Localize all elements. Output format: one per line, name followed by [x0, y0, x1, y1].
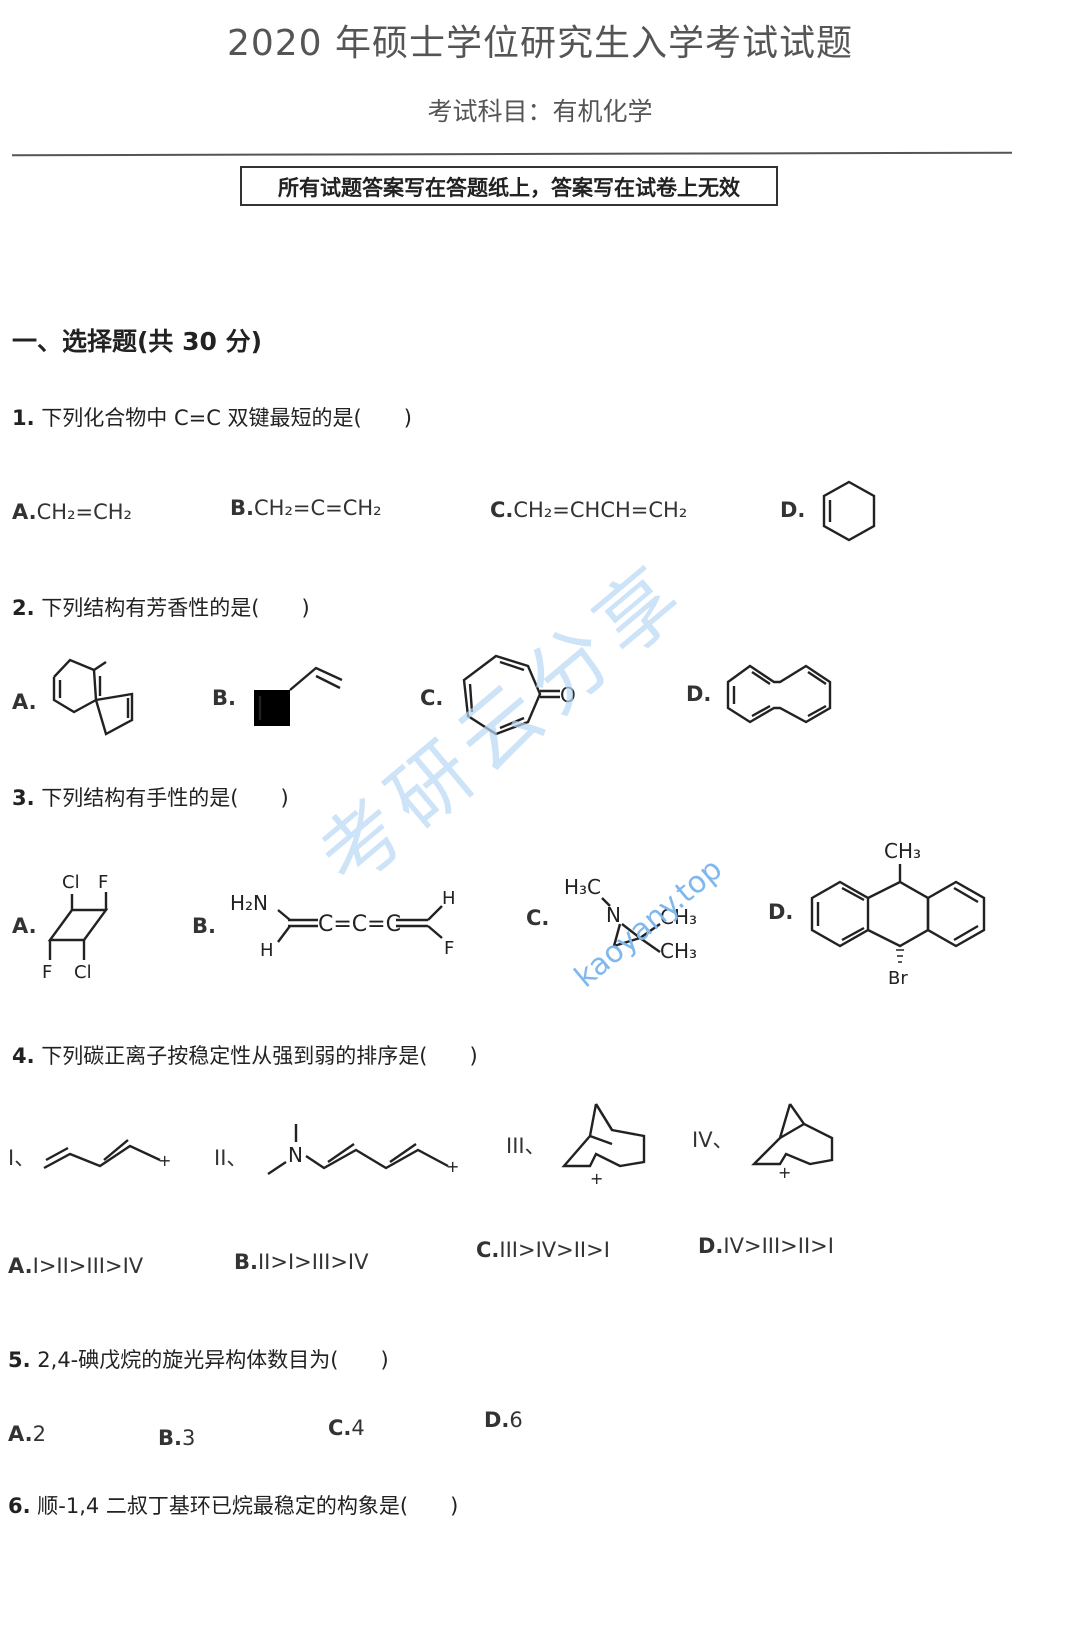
- svg-text:H: H: [442, 888, 456, 909]
- q4-option-c: C.III>IV>II>I: [476, 1238, 610, 1262]
- aziridine-structure-icon: H₃C N CH₃ CH₃: [562, 868, 712, 968]
- q5-option-d: D.6: [484, 1408, 523, 1432]
- q4-option-b: B.II>I>III>IV: [234, 1250, 369, 1274]
- q4-item-i-label: I、: [8, 1146, 36, 1170]
- annulene-structure-icon: [722, 660, 842, 730]
- q3-option-c-label: C.: [526, 906, 550, 930]
- svg-text:O: O: [560, 683, 576, 707]
- pentalene-structure-icon: [44, 652, 144, 742]
- q4-option-a: A.I>II>III>IV: [8, 1254, 144, 1278]
- svg-text:Cl: Cl: [62, 872, 80, 893]
- norbornyl-cation-structure-icon: +: [750, 1098, 840, 1178]
- bicyclooctyl-cation-structure-icon: +: [560, 1096, 650, 1186]
- q5-option-b: B.3: [158, 1426, 196, 1450]
- svg-text:CH₃: CH₃: [660, 905, 697, 929]
- exam-subject: 考试科目：有机化学: [427, 97, 653, 126]
- q2-option-c-label: C.: [420, 686, 444, 710]
- q3-option-d-label: D.: [768, 900, 794, 924]
- svg-text:CH₃: CH₃: [884, 839, 921, 863]
- q4-item-iv-label: IV、: [692, 1128, 734, 1152]
- svg-text:C=C=C: C=C=C: [318, 912, 401, 937]
- question-1: 1. 下列化合物中 C=C 双键最短的是( ): [12, 402, 412, 432]
- svg-text:Br: Br: [888, 968, 908, 989]
- svg-text:F: F: [444, 938, 454, 959]
- header-divider: [11, 151, 1013, 157]
- svg-text:H₃C: H₃C: [564, 875, 601, 899]
- q1-option-d: D.: [780, 498, 806, 522]
- q4-option-d: D.IV>III>II>I: [698, 1234, 834, 1258]
- svg-text:+: +: [446, 1157, 459, 1176]
- q5-option-a: A.2: [8, 1422, 46, 1446]
- tropone-structure-icon: O: [456, 652, 586, 742]
- q1-option-a: A.CH₂=CH₂: [12, 500, 132, 524]
- svg-text:F: F: [42, 962, 52, 983]
- q2-option-a-label: A.: [12, 690, 37, 714]
- pentadienyl-cation-structure-icon: +: [40, 1130, 180, 1180]
- q3-option-b-label: B.: [192, 914, 216, 938]
- svg-text:F: F: [98, 872, 108, 893]
- svg-text:H₂N: H₂N: [230, 891, 268, 915]
- benzene-structure-icon: [816, 478, 882, 544]
- cumulene-structure-icon: H₂N H C=C=C H F: [230, 880, 470, 960]
- question-text: 下列化合物中 C=C 双键最短的是( ): [41, 406, 412, 430]
- cyclobutane-structure-icon: Cl F F Cl: [36, 868, 126, 988]
- svg-text:+: +: [590, 1169, 603, 1186]
- answer-notice-box: 所有试题答案写在答题纸上，答案写在试卷上无效: [240, 166, 778, 206]
- exam-title: 2020 年硕士学位研究生入学考试试题: [226, 23, 854, 64]
- q1-option-c: C.CH₂=CHCH=CH₂: [490, 498, 688, 522]
- watermark-chinese: 考研云分享: [301, 544, 707, 906]
- svg-text:+: +: [778, 1163, 791, 1178]
- vinylcyclobutadiene-structure-icon: [250, 662, 350, 732]
- section-title: 一、选择题(共 30 分): [12, 327, 263, 356]
- svg-text:H: H: [260, 940, 274, 960]
- q4-item-ii-label: II、: [214, 1146, 248, 1170]
- question-5: 5. 2,4-碘戊烷的旋光异构体数目为( ): [8, 1348, 389, 1372]
- aminopentadienyl-cation-structure-icon: N +: [262, 1118, 472, 1178]
- question-6: 6. 顺-1,4 二叔丁基环已烷最稳定的构象是( ): [8, 1494, 459, 1518]
- dihydroanthracene-structure-icon: CH₃ Br: [804, 830, 994, 990]
- svg-text:Cl: Cl: [74, 962, 92, 983]
- svg-text:N: N: [606, 903, 621, 927]
- q5-option-c: C.4: [328, 1416, 365, 1440]
- q2-option-b-label: B.: [212, 686, 236, 710]
- question-4: 4. 下列碳正离子按稳定性从强到弱的排序是( ): [12, 1044, 478, 1068]
- svg-text:CH₃: CH₃: [660, 939, 697, 963]
- question-3: 3. 下列结构有手性的是( ): [12, 786, 289, 810]
- svg-text:+: +: [158, 1151, 171, 1170]
- q4-item-iii-label: III、: [506, 1134, 546, 1158]
- q1-option-b: B.CH₂=C=CH₂: [230, 496, 382, 520]
- question-2: 2. 下列结构有芳香性的是( ): [12, 596, 310, 620]
- q3-option-a-label: A.: [12, 914, 37, 938]
- svg-text:N: N: [288, 1143, 303, 1167]
- question-number: 1.: [12, 406, 35, 430]
- q2-option-d-label: D.: [686, 682, 712, 706]
